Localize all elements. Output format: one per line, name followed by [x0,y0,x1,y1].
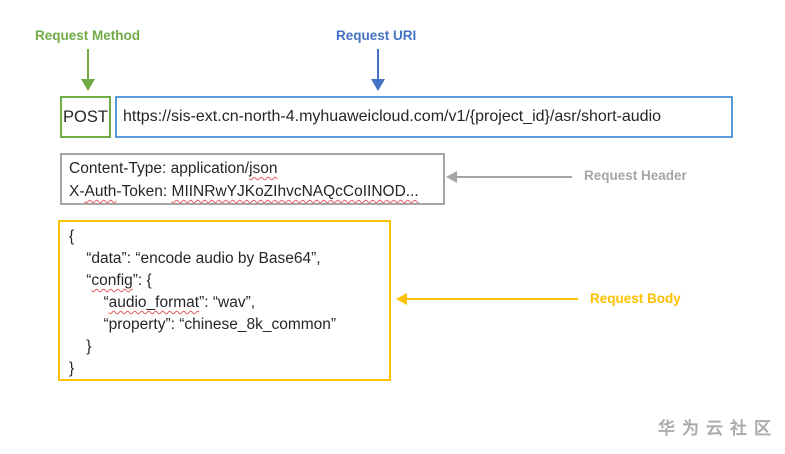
request-uri-box: https://sis-ext.cn-north-4.myhuaweicloud… [115,96,733,138]
uri-arrow-down-icon [371,79,385,91]
request-method-label: Request Method [35,28,141,43]
code-line: “data”: “encode audio by Base64”, [69,250,321,267]
watermark: 华为云社区 [658,419,778,438]
method-arrow-down-icon [81,79,95,91]
method-arrow-line [87,49,89,80]
header-arrow-left-icon [446,171,457,183]
header-arrow-line [456,176,572,178]
code-line: “property”: “chinese_8k_common” [69,316,337,333]
request-method-box: POST [60,96,111,138]
request-uri-label: Request URI [336,28,417,43]
request-uri-value: https://sis-ext.cn-north-4.myhuaweicloud… [123,108,662,125]
code-line: “config”: { [69,272,152,289]
code-line: } [69,338,92,355]
code-line: { [69,228,75,245]
code-line: } [69,360,75,377]
body-arrow-left-icon [396,293,407,305]
body-arrow-line [406,298,578,300]
code-line: X-Auth-Token: MIINRwYJKoZIhvcNAQcCoIINOD… [69,183,419,200]
request-body-label: Request Body [590,291,681,306]
request-body-box: { “data”: “encode audio by Base64”, “con… [58,220,391,381]
request-method-value: POST [63,107,108,126]
code-line: Content-Type: application/json [69,160,278,177]
code-line: “audio_format”: “wav”, [69,294,256,311]
uri-arrow-line [377,49,379,80]
request-header-label: Request Header [584,168,687,183]
